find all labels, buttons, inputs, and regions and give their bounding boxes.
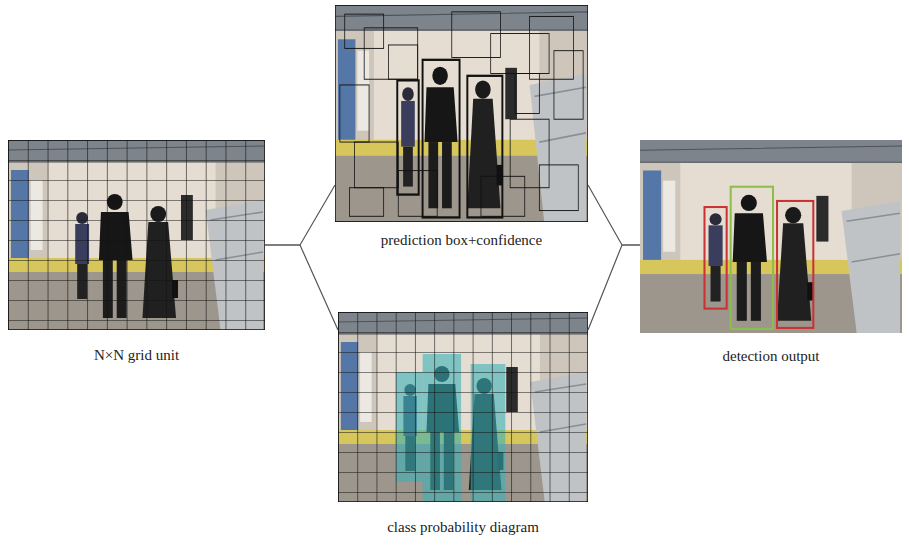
image-panel: class probability diagram (338, 312, 588, 536)
image-panel: detection output (640, 140, 902, 365)
caption-text: N×N grid unit (8, 346, 265, 364)
image-panel: N×N grid unit (8, 140, 265, 364)
prediction-photo (335, 5, 588, 222)
image-panel: prediction box+confidence (335, 5, 588, 249)
grid-photo (8, 140, 265, 330)
caption-text: class probability diagram (338, 518, 588, 536)
connector-line (265, 245, 338, 330)
strong-boxes (397, 60, 502, 218)
caption-text: prediction box+confidence (335, 231, 588, 249)
connector-line (588, 245, 640, 330)
detection-boxes (704, 187, 813, 329)
caption-text: detection output (640, 347, 902, 365)
prediction-boxes (340, 12, 583, 216)
detection-photo (640, 140, 902, 333)
class-probability-photo (338, 312, 588, 502)
connector-line (265, 185, 335, 245)
connector-line (588, 185, 640, 245)
